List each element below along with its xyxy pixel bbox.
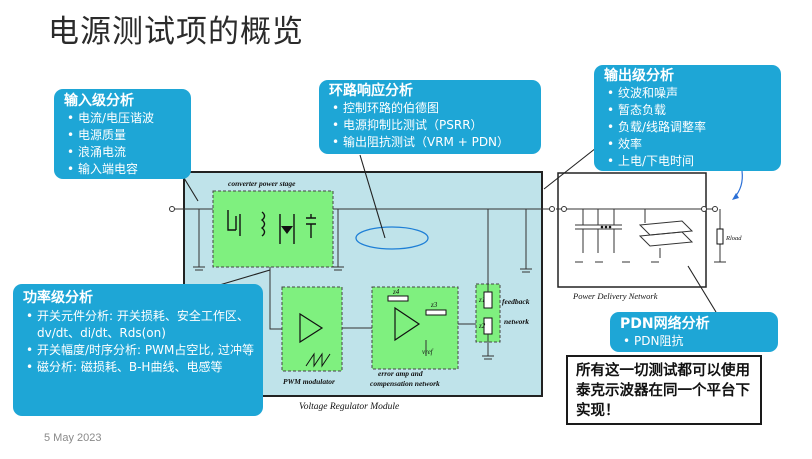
list-item: 电源质量 [67,127,183,144]
power-stage-title: 功率级分析 [23,290,93,306]
list-item: 输入端电容 [67,161,183,178]
list-item: 控制环路的伯德图 [332,100,533,117]
loop-response-title: 环路响应分析 [329,83,413,99]
vref-label: vref [422,348,434,356]
z4-label: z4 [392,288,400,296]
converter-power-stage [212,190,334,268]
list-item: 上电/下电时间 [607,153,773,170]
loop-response-list: 控制环路的伯德图 电源抑制比测试（PSRR） 输出阻抗测试（VRM + PDN） [329,100,533,151]
input-stage-list: 电流/电压谐波 电源质量 浪涌电流 输入端电容 [64,110,183,178]
list-item: 输出阻抗测试（VRM + PDN） [332,134,533,151]
rload-label: Rload [725,235,742,242]
error-amp-label-1: error amp and [378,369,423,378]
power-stage-callout: 功率级分析 开关元件分析: 开关损耗、安全工作区、dv/dt、di/dt、Rds… [13,284,263,416]
list-item: 浪涌电流 [67,144,183,161]
loop-response-callout: 环路响应分析 控制环路的伯德图 电源抑制比测试（PSRR） 输出阻抗测试（VRM… [319,80,541,154]
pwm-label: PWM modulator [283,377,335,386]
page-title: 电源测试项的概览 [48,14,304,50]
summary-note: 所有这一切测试都可以使用泰克示波器在同一个平台下实现！ [566,355,762,425]
pwm-modulator-block [281,286,343,372]
arrow-output [543,147,597,190]
arrow-pdn [687,265,717,313]
error-amp-label-2: compensation network [370,379,440,388]
list-item: 纹波和噪声 [607,85,773,102]
list-item: 开关幅度/时序分析: PWM占空比, 过冲等 [26,342,257,359]
list-item: 效率 [607,136,773,153]
pdn-callout: PDN网络分析 PDN阻抗 [610,312,778,352]
list-item: 电源抑制比测试（PSRR） [332,117,533,134]
date-footer: 5 May 2023 [44,432,102,444]
vrm-label: Voltage Regulator Module [299,402,399,412]
z2-label: z2 [478,322,486,330]
feedback-label-1: feedback [502,297,530,306]
loop-ellipse [355,226,429,250]
z1-label: z1 [478,296,485,304]
arrow-input [183,177,199,202]
output-stage-list: 纹波和噪声 暂态负载 负载/线路调整率 效率 上电/下电时间 [604,85,773,170]
list-item: 暂态负载 [607,102,773,119]
power-stage-list: 开关元件分析: 开关损耗、安全工作区、dv/dt、di/dt、Rds(on) 开… [23,308,257,376]
feedback-label-2: network [504,317,529,326]
output-stage-title: 输出级分析 [604,68,674,84]
input-stage-callout: 输入级分析 电流/电压谐波 电源质量 浪涌电流 输入端电容 [54,89,191,179]
list-item: 负载/线路调整率 [607,119,773,136]
error-amp-block [371,286,459,370]
converter-stage-label: converter power stage [228,179,296,188]
output-stage-callout: 输出级分析 纹波和噪声 暂态负载 负载/线路调整率 效率 上电/下电时间 [594,65,781,171]
pdn-title: PDN网络分析 [620,316,710,332]
list-item: PDN阻抗 [623,333,770,350]
list-item: 电流/电压谐波 [67,110,183,127]
pdn-box [557,172,707,288]
pdn-label: Power Delivery Network [572,291,658,301]
list-item: 磁分析: 磁损耗、B-H曲线、电感等 [26,359,257,376]
arrow-loop [359,154,386,239]
pdn-list: PDN阻抗 [620,333,770,350]
list-item: 开关元件分析: 开关损耗、安全工作区、dv/dt、di/dt、Rds(on) [26,308,257,342]
input-stage-title: 输入级分析 [64,93,134,109]
z3-label: z3 [430,301,438,309]
